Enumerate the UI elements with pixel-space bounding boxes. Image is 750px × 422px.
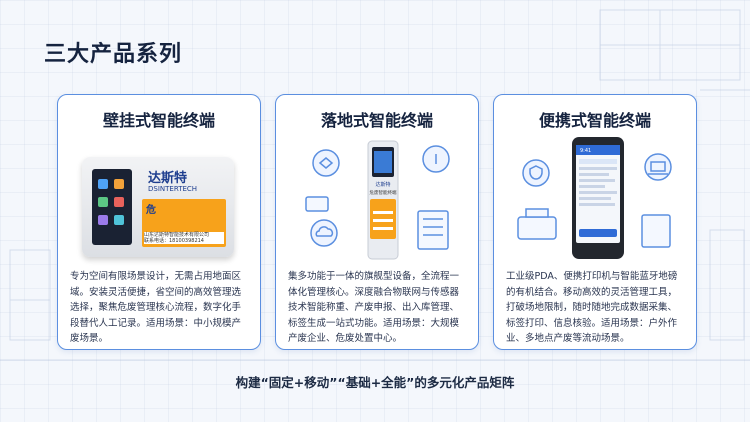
page-title: 三大产品系列	[44, 42, 183, 67]
device-company: 山东达斯特智能技术有限公司	[144, 232, 210, 238]
footer-tagline: 构建“固定+移动”“基础+全能”的多元化产品矩阵	[235, 375, 515, 390]
printer-icon	[517, 216, 557, 240]
hazard-label: 危 山东达斯特智能技术有限公司 联系电话：18100398214	[142, 199, 226, 247]
label-text: 山东达斯特智能技术有限公司 联系电话：18100398214	[144, 232, 224, 244]
card-description: 工业级PDA、便携打印机与智能蓝牙地磅的有机结合。移动高效的灵活管理工具，打破场…	[506, 271, 678, 344]
brand-logo: 达斯特	[148, 171, 188, 186]
kiosk-device	[367, 140, 399, 260]
card-title: 便携式智能终端	[538, 111, 651, 130]
card-title: 落地式智能终端	[320, 111, 433, 130]
circuit-icon	[312, 149, 340, 177]
device-phone: 联系电话：18100398214	[144, 238, 204, 244]
product-card-portable[interactable]: 便携式智能终端	[493, 94, 697, 350]
product-image-portable-terminal: 9:41	[502, 135, 688, 349]
floor-terminal-illustration: 达斯特 危废智能终端	[305, 140, 450, 260]
hazard-mark: 危	[146, 205, 156, 216]
product-image-wall-terminal: 达斯特 DSINTERTECH 危 山东达斯特智能技术有限公司 联系电话：181…	[66, 135, 252, 349]
product-image-floor-terminal: 达斯特 危废智能终端	[284, 135, 470, 349]
pda-device	[572, 137, 624, 259]
document-icon	[417, 210, 449, 250]
laptop-icon	[644, 153, 672, 181]
brand-logo-en: DSINTERTECH	[148, 185, 198, 193]
product-card-wall-mounted[interactable]: 壁挂式智能终端 达斯特 DSINTERTECH 危 山东达斯特智能技术有限公司 …	[57, 94, 261, 350]
card-title: 壁挂式智能终端	[102, 111, 215, 130]
shield-icon	[522, 159, 550, 187]
product-card-floor-standing[interactable]: 落地式智能终端	[275, 94, 479, 350]
portable-terminal-illustration: 9:41	[517, 137, 672, 259]
device-screen	[92, 169, 132, 245]
kiosk-header: 达斯特	[375, 181, 390, 188]
pda-status-time: 9:41	[580, 148, 591, 154]
card-description: 集多功能于一体的旗舰型设备，全流程一体化管理核心。深度融合物联网与传感器技术智能…	[288, 271, 460, 344]
wall-terminal-device: 达斯特 DSINTERTECH 危 山东达斯特智能技术有限公司 联系电话：181…	[82, 157, 234, 257]
card-description: 专为空间有限场景设计，无需占用地面区域。安装灵活便捷，省空间的高效管理选选择，聚…	[70, 271, 242, 344]
kiosk-name: 危废智能终端	[370, 189, 397, 196]
cloud-icon	[310, 219, 338, 247]
